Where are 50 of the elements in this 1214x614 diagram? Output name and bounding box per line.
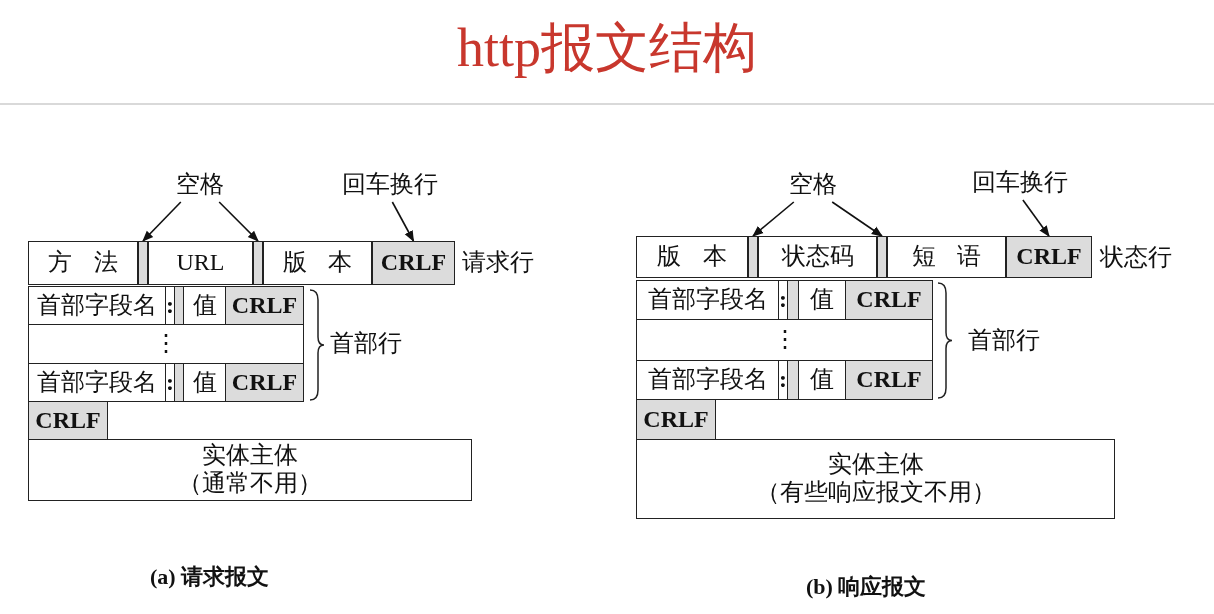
separator-bar	[787, 280, 799, 320]
box-heading: 实体主体	[202, 442, 298, 470]
row-label: 状态行	[1100, 243, 1172, 272]
row-label: 请求行	[462, 248, 534, 277]
caption: (a) 请求报文	[150, 563, 270, 591]
arrow	[1022, 199, 1050, 237]
row-label: 首部行	[330, 329, 402, 358]
crlf-cell: CRLF	[225, 363, 304, 402]
field-cell: 首部字段名	[28, 286, 166, 325]
separator-bar	[138, 241, 148, 285]
arrow	[218, 201, 259, 242]
box-heading: 实体主体	[827, 451, 924, 479]
body-box	[636, 439, 1115, 519]
body-box	[28, 439, 472, 501]
crlf-cell: CRLF	[28, 401, 108, 440]
callout-label: 空格	[168, 168, 232, 202]
title: http报文结构	[456, 17, 758, 80]
arrow	[142, 201, 182, 242]
field-cell: 方法	[28, 241, 138, 285]
separator-bar	[174, 363, 184, 402]
field-cell: ⋮	[28, 324, 304, 364]
crlf-cell: CRLF	[225, 286, 304, 325]
separator-bar	[748, 236, 758, 278]
arrow	[391, 201, 415, 242]
callout-label: 回车换行	[328, 168, 452, 202]
separator-bar	[877, 236, 887, 278]
box-note: （通常不用）	[178, 470, 322, 498]
arrow	[752, 201, 795, 237]
crlf-cell: CRLF	[636, 399, 716, 440]
field-cell: ⋮	[636, 319, 933, 361]
crlf-cell: CRLF	[372, 241, 455, 285]
separator-bar	[253, 241, 263, 285]
box-note: （有些响应报文不用）	[755, 479, 996, 507]
field-cell: 短语	[887, 236, 1006, 278]
crlf-cell: CRLF	[845, 280, 933, 320]
arrow	[831, 201, 883, 237]
field-cell: 首部字段名	[28, 363, 166, 402]
field-cell: 版本	[636, 236, 748, 278]
field-cell: 版本	[263, 241, 372, 285]
row-label: 首部行	[968, 326, 1040, 355]
crlf-cell: CRLF	[845, 360, 933, 400]
field-cell: 首部字段名	[636, 360, 779, 400]
field-cell: URL	[148, 241, 253, 285]
crlf-cell: CRLF	[1006, 236, 1092, 278]
caption: (b) 响应报文	[806, 573, 927, 601]
field-cell: 状态码	[758, 236, 877, 278]
callout-label: 空格	[781, 168, 845, 202]
callout-label: 回车换行	[958, 166, 1082, 200]
separator-bar	[787, 360, 799, 400]
field-cell: 首部字段名	[636, 280, 779, 320]
